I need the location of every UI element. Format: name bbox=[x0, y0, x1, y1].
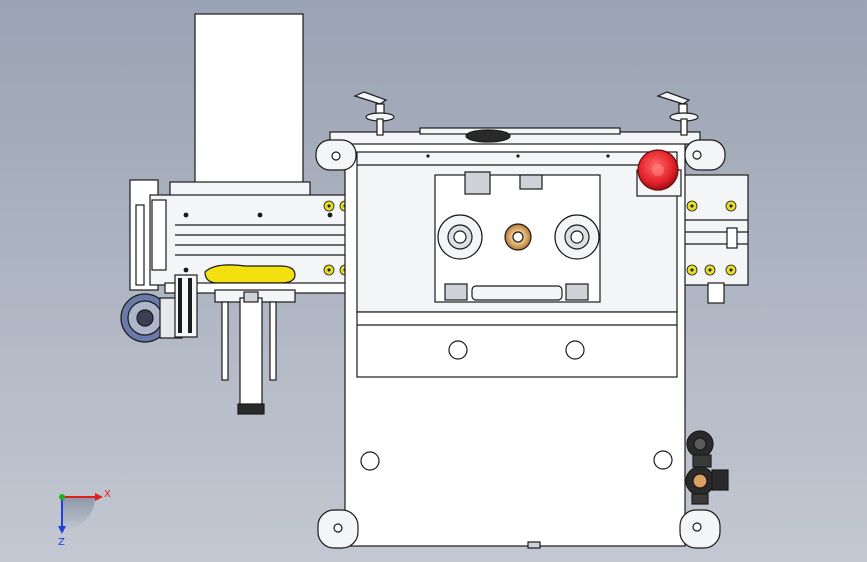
caster-wheel-top-left bbox=[315, 139, 357, 171]
panel-hole-right bbox=[565, 340, 585, 360]
bottom-foot bbox=[527, 541, 541, 549]
gear-motor-icon[interactable] bbox=[120, 274, 198, 343]
left-conveyor[interactable] bbox=[129, 179, 351, 294]
emergency-stop-button-icon[interactable] bbox=[636, 149, 682, 197]
caster-wheel-bottom-right bbox=[679, 509, 721, 549]
hopper-column[interactable] bbox=[194, 13, 304, 187]
cabinet-hole-left bbox=[360, 451, 380, 471]
roller-right bbox=[554, 214, 600, 260]
caster-wheel-top-right bbox=[684, 139, 726, 171]
top-handwheel[interactable] bbox=[465, 129, 511, 143]
pressure-regulator[interactable] bbox=[685, 430, 729, 505]
machine-assembly[interactable] bbox=[120, 13, 749, 549]
pneumatic-cylinders[interactable] bbox=[214, 289, 296, 415]
clamp-lever-icon[interactable] bbox=[656, 91, 699, 136]
right-conveyor[interactable] bbox=[679, 174, 749, 304]
cabinet-hole-right bbox=[653, 450, 673, 470]
triad-z-label: Z bbox=[58, 537, 65, 548]
lower-front-panel[interactable] bbox=[356, 311, 678, 378]
cabinet-top-rail bbox=[419, 127, 621, 135]
orientation-triad-icon: X Z bbox=[58, 489, 111, 548]
caster-wheel-bottom-left bbox=[317, 509, 359, 549]
drive-bearing bbox=[504, 223, 532, 251]
triad-x-label: X bbox=[104, 489, 111, 500]
roller-left bbox=[437, 214, 483, 260]
hopper-base-plate[interactable] bbox=[169, 181, 311, 197]
conveyor-belt-pad bbox=[204, 264, 296, 284]
panel-hole-left bbox=[448, 340, 468, 360]
clamp-lever-icon[interactable] bbox=[353, 91, 395, 136]
